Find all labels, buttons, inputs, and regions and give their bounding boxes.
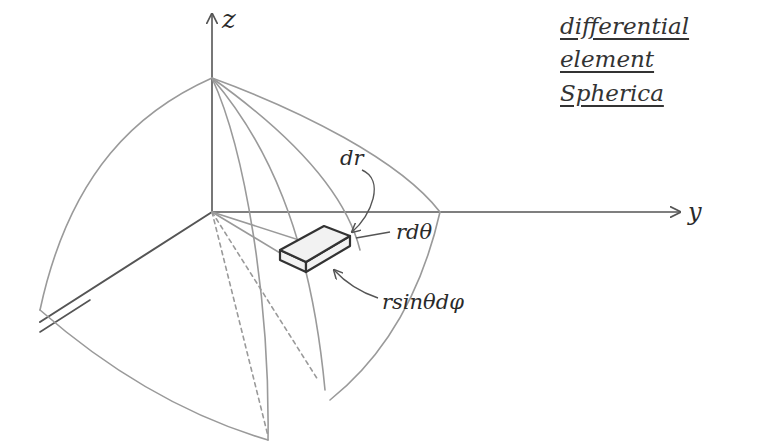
meridian — [212, 78, 268, 440]
leader-line — [352, 170, 374, 232]
leader-line — [356, 232, 390, 238]
dimension-label: rdθ — [396, 220, 432, 245]
meridian — [212, 78, 360, 250]
dimension-label: dr — [340, 146, 363, 171]
sphere-bottom-arc — [40, 310, 268, 440]
sphere-left-arc — [40, 78, 212, 310]
z-axis — [211, 14, 213, 212]
axis-label: y — [688, 198, 702, 227]
axis-label: z — [222, 4, 236, 35]
dimension-label: rsinθdφ — [382, 290, 464, 315]
leader-line — [334, 270, 378, 298]
title-note: differential element Spherica — [560, 10, 710, 110]
y-axis — [212, 211, 680, 213]
radial-dash — [212, 212, 268, 436]
differential-element — [280, 226, 350, 272]
